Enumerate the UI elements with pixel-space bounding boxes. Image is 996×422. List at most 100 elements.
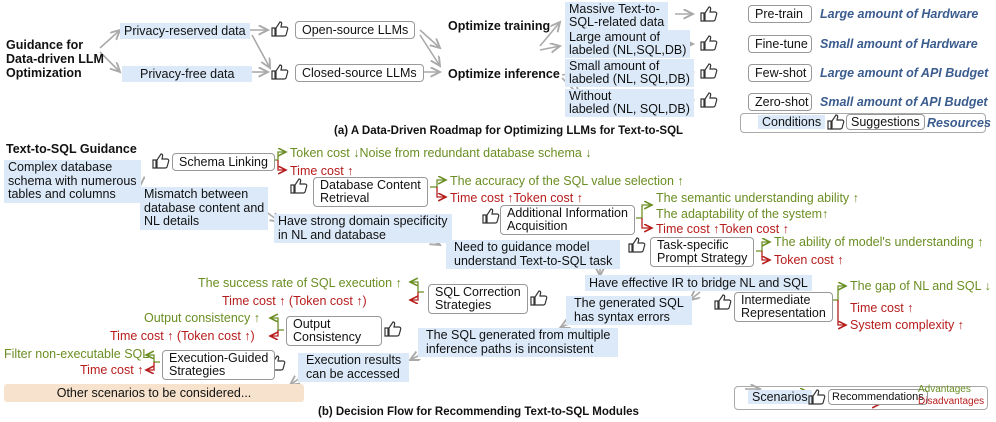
module-line: Database Content	[320, 178, 421, 192]
module-sql-correction: SQL Correction Strategies	[428, 284, 528, 314]
advantage-intermediate: The gap of NL and SQL ↓	[850, 279, 991, 293]
thumbs-up-icon	[271, 21, 289, 37]
scenario-line: Need to guidance model	[454, 240, 590, 254]
scenario-line: The SQL generated from multiple	[426, 328, 611, 342]
legend-a	[740, 113, 986, 133]
scenario-line: inference paths is inconsistent	[426, 341, 594, 356]
legend-suggestions: Suggestions	[846, 114, 925, 130]
module-execution-guided: Execution-Guided Strategies	[162, 350, 276, 380]
method-fewshot: Few-shot	[748, 64, 812, 82]
scenario-line: can be accessed	[306, 366, 400, 381]
condition-line: Without	[569, 89, 612, 103]
resource-finetune: Small amount of Hardware	[820, 37, 978, 51]
scenario-line: Mismatch between	[144, 187, 249, 201]
thumbs-up-icon	[152, 153, 170, 169]
thumbs-up-icon	[290, 178, 308, 194]
scenario-line: tables and columns	[8, 187, 116, 201]
advantage-execution-guided: Filter non-executable SQL	[4, 347, 150, 361]
scenario-line: The generated SQL	[574, 296, 684, 310]
disadvantage-additional-info: Time cost ↑Token cost ↑	[656, 222, 789, 236]
scenario-execution-access: Execution results can be accessed	[298, 353, 410, 382]
module-line: Retrieval	[320, 191, 370, 205]
thumbs-up-icon	[482, 208, 500, 224]
module-line: Output	[293, 317, 331, 331]
disadvantage-execution-guided: Time cost ↑	[80, 363, 144, 377]
legend-conditions: Conditions	[758, 115, 826, 129]
legend-scenarios: Scenarios	[748, 390, 812, 404]
resource-zeroshot: Small amount of API Budget	[820, 95, 988, 109]
method-pretrain: Pre-train	[748, 5, 812, 23]
disadvantage-db-content: Time cost ↑Token cost ↑	[450, 191, 583, 205]
condition-large-labeled: Large amount of labeled (NL,SQL,DB)	[565, 30, 691, 58]
scenario-line: Have strong domain specificity	[278, 214, 448, 228]
scenario-line: database content and	[144, 200, 265, 215]
disadvantage-schema-linking: Time cost ↑	[290, 164, 354, 178]
thumbs-up-icon	[700, 92, 718, 108]
caption-b: (b) Decision Flow for Recommending Text-…	[318, 406, 639, 418]
condition-line: Small amount of	[569, 59, 660, 73]
module-database-content-retrieval: Database Content Retrieval	[313, 177, 428, 207]
condition-without-labeled: Without labeled (NL, SQL,DB)	[565, 89, 694, 117]
scenario-inconsistent: The SQL generated from multiple inferenc…	[418, 328, 619, 357]
goal-optimize-inference: Optimize inference	[448, 67, 560, 81]
thumbs-up-icon	[700, 35, 718, 51]
module-schema-linking: Schema Linking	[172, 153, 275, 171]
thumbs-up-icon	[714, 294, 732, 310]
thumbs-up-icon	[827, 114, 845, 130]
text-to-sql-guidance-title: Text-to-SQL Guidance	[6, 142, 137, 156]
scenario-line: understand Text-to-SQL task	[454, 253, 613, 268]
disadvantage-output-consistency: Time cost ↑ (Token cost ↑)	[110, 329, 255, 343]
disadvantage-task-prompt: Token cost ↑	[774, 253, 844, 267]
condition-line: labeled (NL, SQL,DB)	[569, 102, 690, 116]
condition-line: Large amount of	[569, 30, 661, 44]
condition-line: SQL-related data	[569, 15, 665, 29]
scenario-line: in NL and database	[278, 227, 386, 242]
module-line: Additional Information	[507, 206, 628, 220]
advantage-additional-info-1: The semantic understanding ability ↑	[656, 191, 859, 205]
condition-line: Massive Text-to-	[569, 2, 660, 16]
scenario-task-guidance: Need to guidance model understand Text-t…	[446, 240, 621, 269]
scenario-line: schema with numerous	[8, 173, 137, 188]
thumbs-up-icon	[271, 64, 289, 80]
advantage-additional-info-2: The adaptability of the system↑	[656, 207, 829, 221]
module-additional-information: Additional Information Acquisition	[500, 205, 635, 235]
advantage-sql-correction: The success rate of SQL execution ↑	[198, 276, 402, 290]
condition-line: labeled (NL,SQL,DB)	[569, 43, 687, 57]
disadvantage-sql-correction: Time cost ↑ (Token cost ↑)	[222, 294, 367, 308]
method-finetune: Fine-tune	[748, 35, 812, 53]
module-line: Execution-Guided	[169, 351, 269, 365]
thumbs-up-icon	[530, 290, 548, 306]
condition-small-labeled: Small amount of labeled (NL, SQL,DB)	[565, 59, 694, 87]
scenario-domain-specificity: Have strong domain specificity in NL and…	[274, 214, 452, 243]
scenario-mismatch: Mismatch between database content and NL…	[140, 187, 269, 230]
scenario-line: NL details	[144, 214, 200, 228]
module-line: Strategies	[169, 364, 226, 378]
guidance-title-line: Data-driven LLM	[6, 52, 104, 66]
model-closed-source: Closed-source LLMs	[295, 64, 424, 82]
resource-fewshot: Large amount of API Budget	[820, 66, 989, 80]
caption-a: (a) A Data-Driven Roadmap for Optimizing…	[334, 125, 684, 137]
scenario-other: Other scenarios to be considered...	[4, 384, 304, 402]
advantage-db-content: The accuracy of the SQL value selection …	[450, 174, 684, 188]
scenario-line: has syntax errors	[574, 309, 670, 324]
goal-optimize-training: Optimize training	[448, 19, 551, 33]
module-line: Consistency	[293, 330, 362, 344]
advantage-output-consistency: Output consistency ↑	[144, 311, 261, 325]
thumbs-up-icon	[700, 6, 718, 22]
thumbs-up-icon	[808, 389, 826, 405]
module-line: Prompt Strategy	[657, 251, 748, 265]
legend-recommendations: Recommendations	[828, 389, 928, 405]
model-open-source: Open-source LLMs	[295, 21, 416, 39]
module-output-consistency: Output Consistency	[286, 316, 382, 346]
module-line: Representation	[741, 306, 826, 320]
guidance-title-line: Optimization	[6, 66, 82, 80]
legend-b	[734, 386, 988, 410]
scenario-complex-schema: Complex database schema with numerous ta…	[4, 160, 141, 203]
thumbs-up-icon	[628, 237, 646, 253]
module-line: Acquisition	[507, 219, 568, 233]
advantage-task-prompt: The ability of model's understanding ↑	[774, 235, 984, 249]
module-line: Intermediate	[741, 293, 811, 307]
legend-resources: Resources	[927, 116, 991, 130]
condition-privacy-free: Privacy-free data	[122, 66, 253, 82]
condition-massive-data: Massive Text-to- SQL-related data	[565, 2, 669, 30]
